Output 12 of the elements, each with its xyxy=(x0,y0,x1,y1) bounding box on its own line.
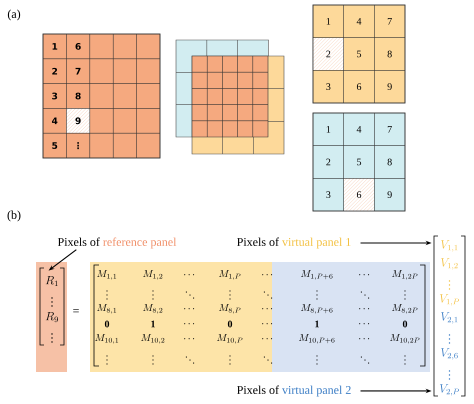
panel-caption: Pixels of virtual panel 1 xyxy=(237,237,351,248)
matrix: $M_{1,1}$ $M_{1,2}$ $\cdots$ $M_{1,P}$ $\cdots$ $M_{1,P+6}$ $\cdots$ $M_{1,2P}$ $\vdots$ $\vdots$ $\ddots$ $\vdots$ $\ddots$ $\vdots$ $\ddots$ $\vdots$ $M_{8,1}$ $M_{8,2}$ $\cdots$ $M_{8,P}$ $\cdots$ $M_{8,P+6}$ $\cdots$ $M_{8,2P}$ $\mathbf{0}$ $\mathbf{1}$ $\cdots$ $\mathbf{0}$ $\cdots$ $\mathbf{1}$ $\cdots$ $\mathbf{0}$ $M_{10,1}$ $M_{10,2}$ $\cdots$ $M_{10,P}$ $\cdots$ $M_{10,P+6}$ $\cdots$ $M_{10,2P}$ $\vdots$ $\vdots$ $\ddots$ $\vdots$ $\ddots$ $\vdots$ $\ddots$ $\vdots$ xyxy=(90,262,430,372)
equals-sign: = xyxy=(73,309,79,312)
panel-caption: Pixels of virtual panel 2 xyxy=(237,385,351,396)
vector: $V_{1,1}$ $V_{1,2}$ $\vdots$ $V_{1,P}$ $V_{2,1}$ $\vdots$ $V_{2,6}$ $\vdots$ $V_{2,P}$ xyxy=(432,234,467,398)
pixel-grid: 1 2 3 4 5 6 7 8 9 xyxy=(312,4,406,104)
pixel-grid: 1 2 3 4 5 6 7 8 9 ⋮ xyxy=(42,34,160,158)
vector: $R_1$ $\vdots$ $R_9$ $\vdots$ xyxy=(36,262,67,372)
panel-caption: Pixels of reference panel xyxy=(58,237,176,248)
panel-label: (a) xyxy=(8,10,20,20)
pixel-grid: 1 2 3 4 5 6 7 8 9 xyxy=(312,112,406,212)
panel-label: (b) xyxy=(8,210,20,222)
